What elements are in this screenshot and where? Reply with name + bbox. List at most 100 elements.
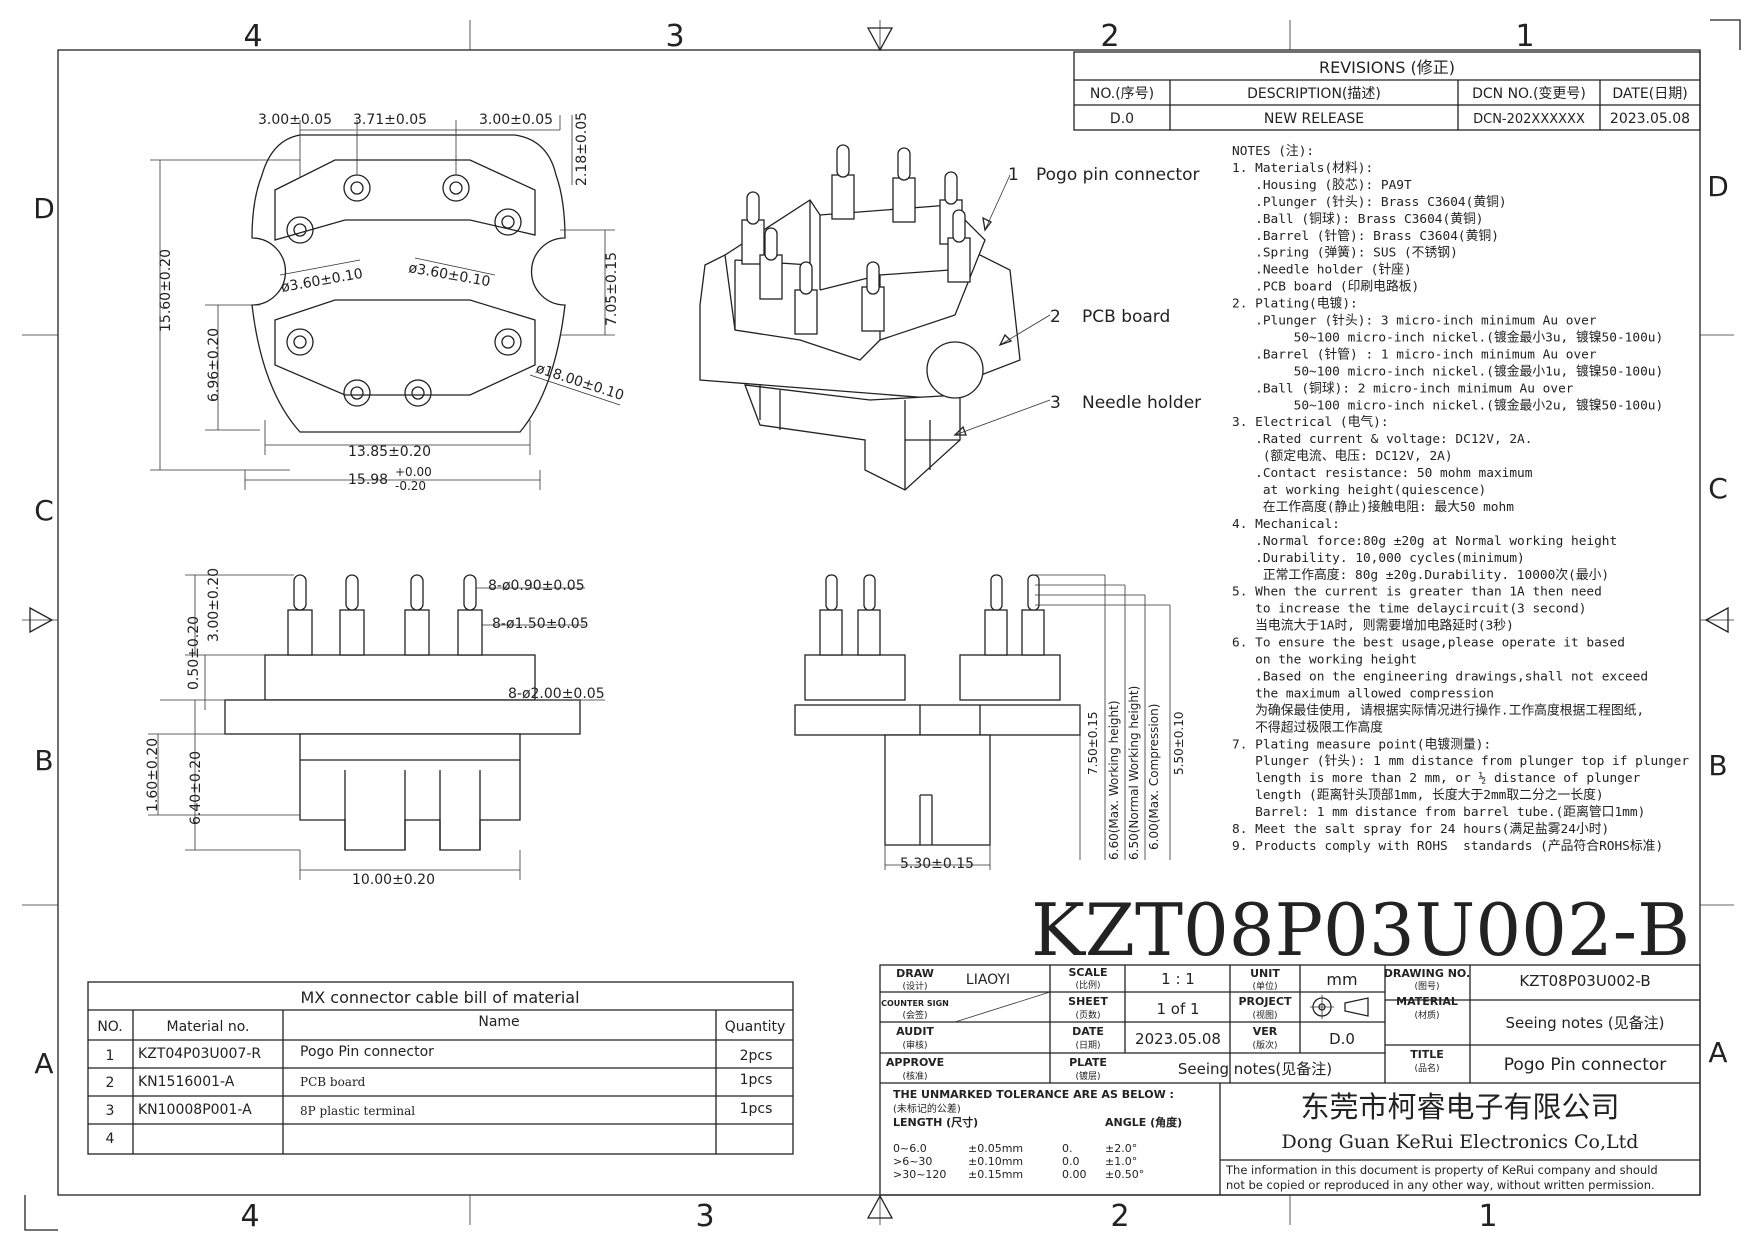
tb-dwgno-label-cn: (图号) xyxy=(1414,981,1439,992)
note-line: .Contact resistance: 50 mohm maximum xyxy=(1232,466,1533,481)
front-view-pins xyxy=(287,574,483,656)
tb-project-label: PROJECT xyxy=(1238,995,1292,1008)
side-view-pins xyxy=(819,574,1045,656)
zone-top-1: 1 xyxy=(1515,19,1534,54)
note-line: .Ball (铜球): Brass C3604(黄铜) xyxy=(1232,212,1484,227)
dim-front-pin-tip: 8-ø0.90±0.05 xyxy=(488,578,585,594)
note-line: 3. Electrical (电气): xyxy=(1232,414,1389,430)
tol-cell: 0. xyxy=(1062,1142,1073,1155)
tb-plate-label: PLATE xyxy=(1069,1056,1107,1069)
tb-tol-title: THE UNMARKED TOLERANCE ARE AS BELOW : xyxy=(893,1088,1174,1101)
note-line: length (距离针头顶部1mm, 长度大于2mm取二分之一长度) xyxy=(1232,787,1604,803)
note-line: 7. Plating measure point(电镀测量): xyxy=(1232,736,1491,752)
bom-cell: 1pcs xyxy=(740,1101,773,1117)
tb-approve-label: APPROVE xyxy=(886,1056,944,1069)
tol-cell: ±0.50° xyxy=(1105,1168,1144,1181)
tb-ver-value: D.0 xyxy=(1329,1030,1355,1048)
tb-counter-label-cn: (会签) xyxy=(902,1009,927,1021)
dim-side-5.30: 5.30±0.15 xyxy=(900,856,974,872)
tb-sheet-value: 1 of 1 xyxy=(1156,1000,1199,1018)
tb-material-label-cn: (材质) xyxy=(1414,1009,1439,1021)
bom-cell: 2 xyxy=(106,1075,115,1091)
dim-top-13.85: 13.85±0.20 xyxy=(348,444,431,460)
note-line: .Needle holder (针座) xyxy=(1232,263,1412,278)
svg-text:NOTES (注):1. Materials(材料):: NOTES (注):1. Materials(材料): .Housing (胶芯… xyxy=(1232,144,1689,854)
note-line: length is more than 2 mm, or ½ distance … xyxy=(1232,771,1641,786)
zone-left-C: C xyxy=(34,494,54,527)
top-view-pin-holes xyxy=(286,174,522,407)
zone-left-A: A xyxy=(34,1047,53,1080)
dim-top-6.96: 6.96±0.20 xyxy=(206,328,222,402)
bom-cell: KN1516001-A xyxy=(138,1074,235,1090)
iso-label-2-num: 2 xyxy=(1050,307,1061,327)
rev-header-no: NO.(序号) xyxy=(1090,86,1154,102)
tb-scale-label: SCALE xyxy=(1068,966,1107,979)
tb-counter-label: COUNTER SIGN xyxy=(881,999,949,1008)
bom-row-2: 2 KN1516001-A PCB board 1pcs xyxy=(106,1072,773,1091)
note-line: 不得超过极限工作高度 xyxy=(1232,719,1383,735)
rev-header-date: DATE(日期) xyxy=(1612,86,1687,102)
iso-label-3-num: 3 xyxy=(1050,393,1061,413)
note-line: .Rated current & voltage: DC12V, 2A. xyxy=(1232,432,1532,447)
dim-top-15.98-tol-upper: +0.00 xyxy=(395,465,432,479)
tol-cell: 0~6.0 xyxy=(893,1142,927,1155)
bom-header-no: NO. xyxy=(97,1019,122,1035)
tb-dwgno-value: KZT08P03U002-B xyxy=(1519,972,1650,990)
tb-length-label: LENGTH (尺寸) xyxy=(893,1115,978,1129)
tb-plate-label-cn: (镀层) xyxy=(1075,1070,1100,1082)
dim-front-0.50: 0.50±0.20 xyxy=(186,616,202,690)
tb-tol-title-cn: (未标记的公差) xyxy=(893,1102,961,1115)
note-line: .Plunger (针头): 3 micro-inch minimum Au o… xyxy=(1232,314,1597,329)
company-name-cn: 东莞市柯睿电子有限公司 xyxy=(1300,1090,1619,1124)
dim-side-6.60: 6.60(Max. Working height) xyxy=(1107,700,1121,860)
rev-header-dcn: DCN NO.(变更号) xyxy=(1472,86,1586,102)
title-block: DRAW (设计) LIAOYI COUNTER SIGN (会签) AUDIT… xyxy=(879,964,1701,1196)
zone-left-B: B xyxy=(34,744,53,777)
note-line: NOTES (注): xyxy=(1232,144,1314,159)
dim-top-3.00-right: 3.00±0.05 xyxy=(479,112,553,128)
tb-unit-label-cn: (单位) xyxy=(1252,980,1277,992)
tb-date-label-cn: (日期) xyxy=(1075,1040,1100,1051)
drawing-frame: 4 3 2 1 4 3 2 1 D C B A D C B A xyxy=(22,19,1741,1234)
tb-project-label-cn: (视图) xyxy=(1252,1009,1277,1021)
tb-unit-value: mm xyxy=(1326,970,1357,989)
tb-angle-label: ANGLE (角度) xyxy=(1105,1115,1182,1129)
tb-material-label: MATERIAL xyxy=(1396,995,1458,1008)
tol-cell: ±1.0° xyxy=(1105,1155,1137,1168)
note-line: 50~100 micro-inch nickel.(镀金最小2u, 镀镍50-1… xyxy=(1232,397,1663,413)
front-view: 8-ø0.90±0.05 8-ø1.50±0.05 8-ø2.00±0.05 3… xyxy=(145,568,605,888)
tb-audit-label: AUDIT xyxy=(896,1025,934,1038)
tol-cell: ±2.0° xyxy=(1105,1142,1137,1155)
revisions-title: REVISIONS (修正) xyxy=(1319,58,1455,77)
note-line: .Based on the engineering drawings,shall… xyxy=(1232,669,1648,684)
tb-approve-label-cn: (核准) xyxy=(902,1070,927,1082)
bom-cell: Pogo Pin connector xyxy=(300,1044,434,1060)
dim-top-15.98: 15.98 xyxy=(348,472,388,488)
dim-top-3.71: 3.71±0.05 xyxy=(353,112,427,128)
note-line: .PCB board (印刷电路板) xyxy=(1232,279,1419,295)
note-line: 6. To ensure the best usage,please opera… xyxy=(1232,636,1625,651)
bom-cell: 3 xyxy=(106,1103,115,1119)
dim-front-1.60: 1.60±0.20 xyxy=(145,738,161,812)
tb-date-value: 2023.05.08 xyxy=(1135,1030,1221,1048)
tb-draw-label-cn: (设计) xyxy=(902,980,927,992)
note-line: .Ball (铜球): 2 micro-inch minimum Au over xyxy=(1232,381,1574,396)
disclaimer-line-2: not be copied or reproduced in any other… xyxy=(1226,1178,1655,1192)
note-line: .Housing (胶芯): PA9T xyxy=(1232,177,1412,193)
note-line: 5. When the current is greater than 1A t… xyxy=(1232,585,1602,600)
tb-dwgno-label: DRAWING NO. xyxy=(1384,967,1470,980)
tol-cell: ±0.15mm xyxy=(968,1168,1023,1181)
bom-cell: 4 xyxy=(106,1131,115,1147)
note-line: at working height(quiescence) xyxy=(1232,483,1486,498)
bom-table: MX connector cable bill of material NO. … xyxy=(87,981,794,1155)
note-line: 4. Mechanical: xyxy=(1232,517,1340,532)
side-view: 7.50±0.15 6.60(Max. Working height) 6.50… xyxy=(794,574,1186,872)
bom-cell: KN10008P001-A xyxy=(138,1102,252,1118)
dim-top-3.00-left: 3.00±0.05 xyxy=(258,112,332,128)
zone-bottom-4: 4 xyxy=(240,1199,259,1234)
note-line: .Normal force:80g ±20g at Normal working… xyxy=(1232,534,1617,549)
dim-front-10.00: 10.00±0.20 xyxy=(352,872,435,888)
bom-row-3: 3 KN10008P001-A 8P plastic terminal 1pcs xyxy=(106,1101,773,1119)
projection-symbol-icon xyxy=(1310,995,1369,1019)
revisions-table: REVISIONS (修正) NO.(序号) DESCRIPTION(描述) D… xyxy=(1073,51,1701,131)
